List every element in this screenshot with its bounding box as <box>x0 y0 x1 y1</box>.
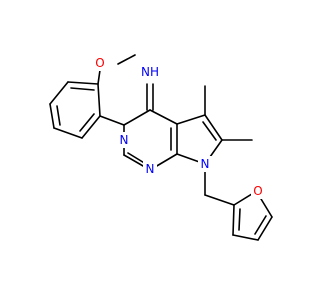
bond-ph-5 <box>81 115 101 139</box>
bond-fur-3 <box>257 216 273 241</box>
bond-fur-5 <box>232 204 235 236</box>
furan-oxygen-label: O <box>253 184 262 198</box>
bond-ph-1 <box>67 81 99 85</box>
bond-ch2-furan <box>204 194 235 206</box>
bond-ph-6 <box>97 83 101 117</box>
atoms: NH O N N N O <box>93 55 265 199</box>
bond-ph-3 <box>49 103 55 129</box>
bond-n3-c4 <box>123 109 151 126</box>
bond-c4-c4a <box>149 109 178 125</box>
bond-ph-5-inner <box>79 113 95 132</box>
bond-fur-5-inner <box>238 208 241 231</box>
bond-c4a-c5 <box>176 114 206 125</box>
n7-label: N <box>201 157 210 171</box>
chemical-structure: NH O N N N O <box>49 54 273 241</box>
bond-ph-2 <box>49 81 69 105</box>
bond-methyl-o <box>117 54 136 65</box>
bond-c5-c6 <box>204 114 223 141</box>
bond-ph-1-inner <box>70 87 95 91</box>
imine-nh-label: NH <box>141 65 159 79</box>
structure-canvas: NH O N N N O <box>49 54 273 241</box>
bonds <box>49 54 273 241</box>
bond-ph-3-inner <box>56 105 61 126</box>
n1-label: N <box>146 162 155 176</box>
bond-ph-4 <box>53 127 83 139</box>
methoxy-oxygen-label: O <box>95 56 104 70</box>
n3-label: N <box>120 133 129 147</box>
bond-c5-c6-inner <box>202 121 217 141</box>
bond-fur-4 <box>232 234 259 241</box>
bond-aryl-n3 <box>99 115 125 126</box>
bond-o-aryl <box>97 69 101 85</box>
bond-fur-3-inner <box>254 215 267 235</box>
